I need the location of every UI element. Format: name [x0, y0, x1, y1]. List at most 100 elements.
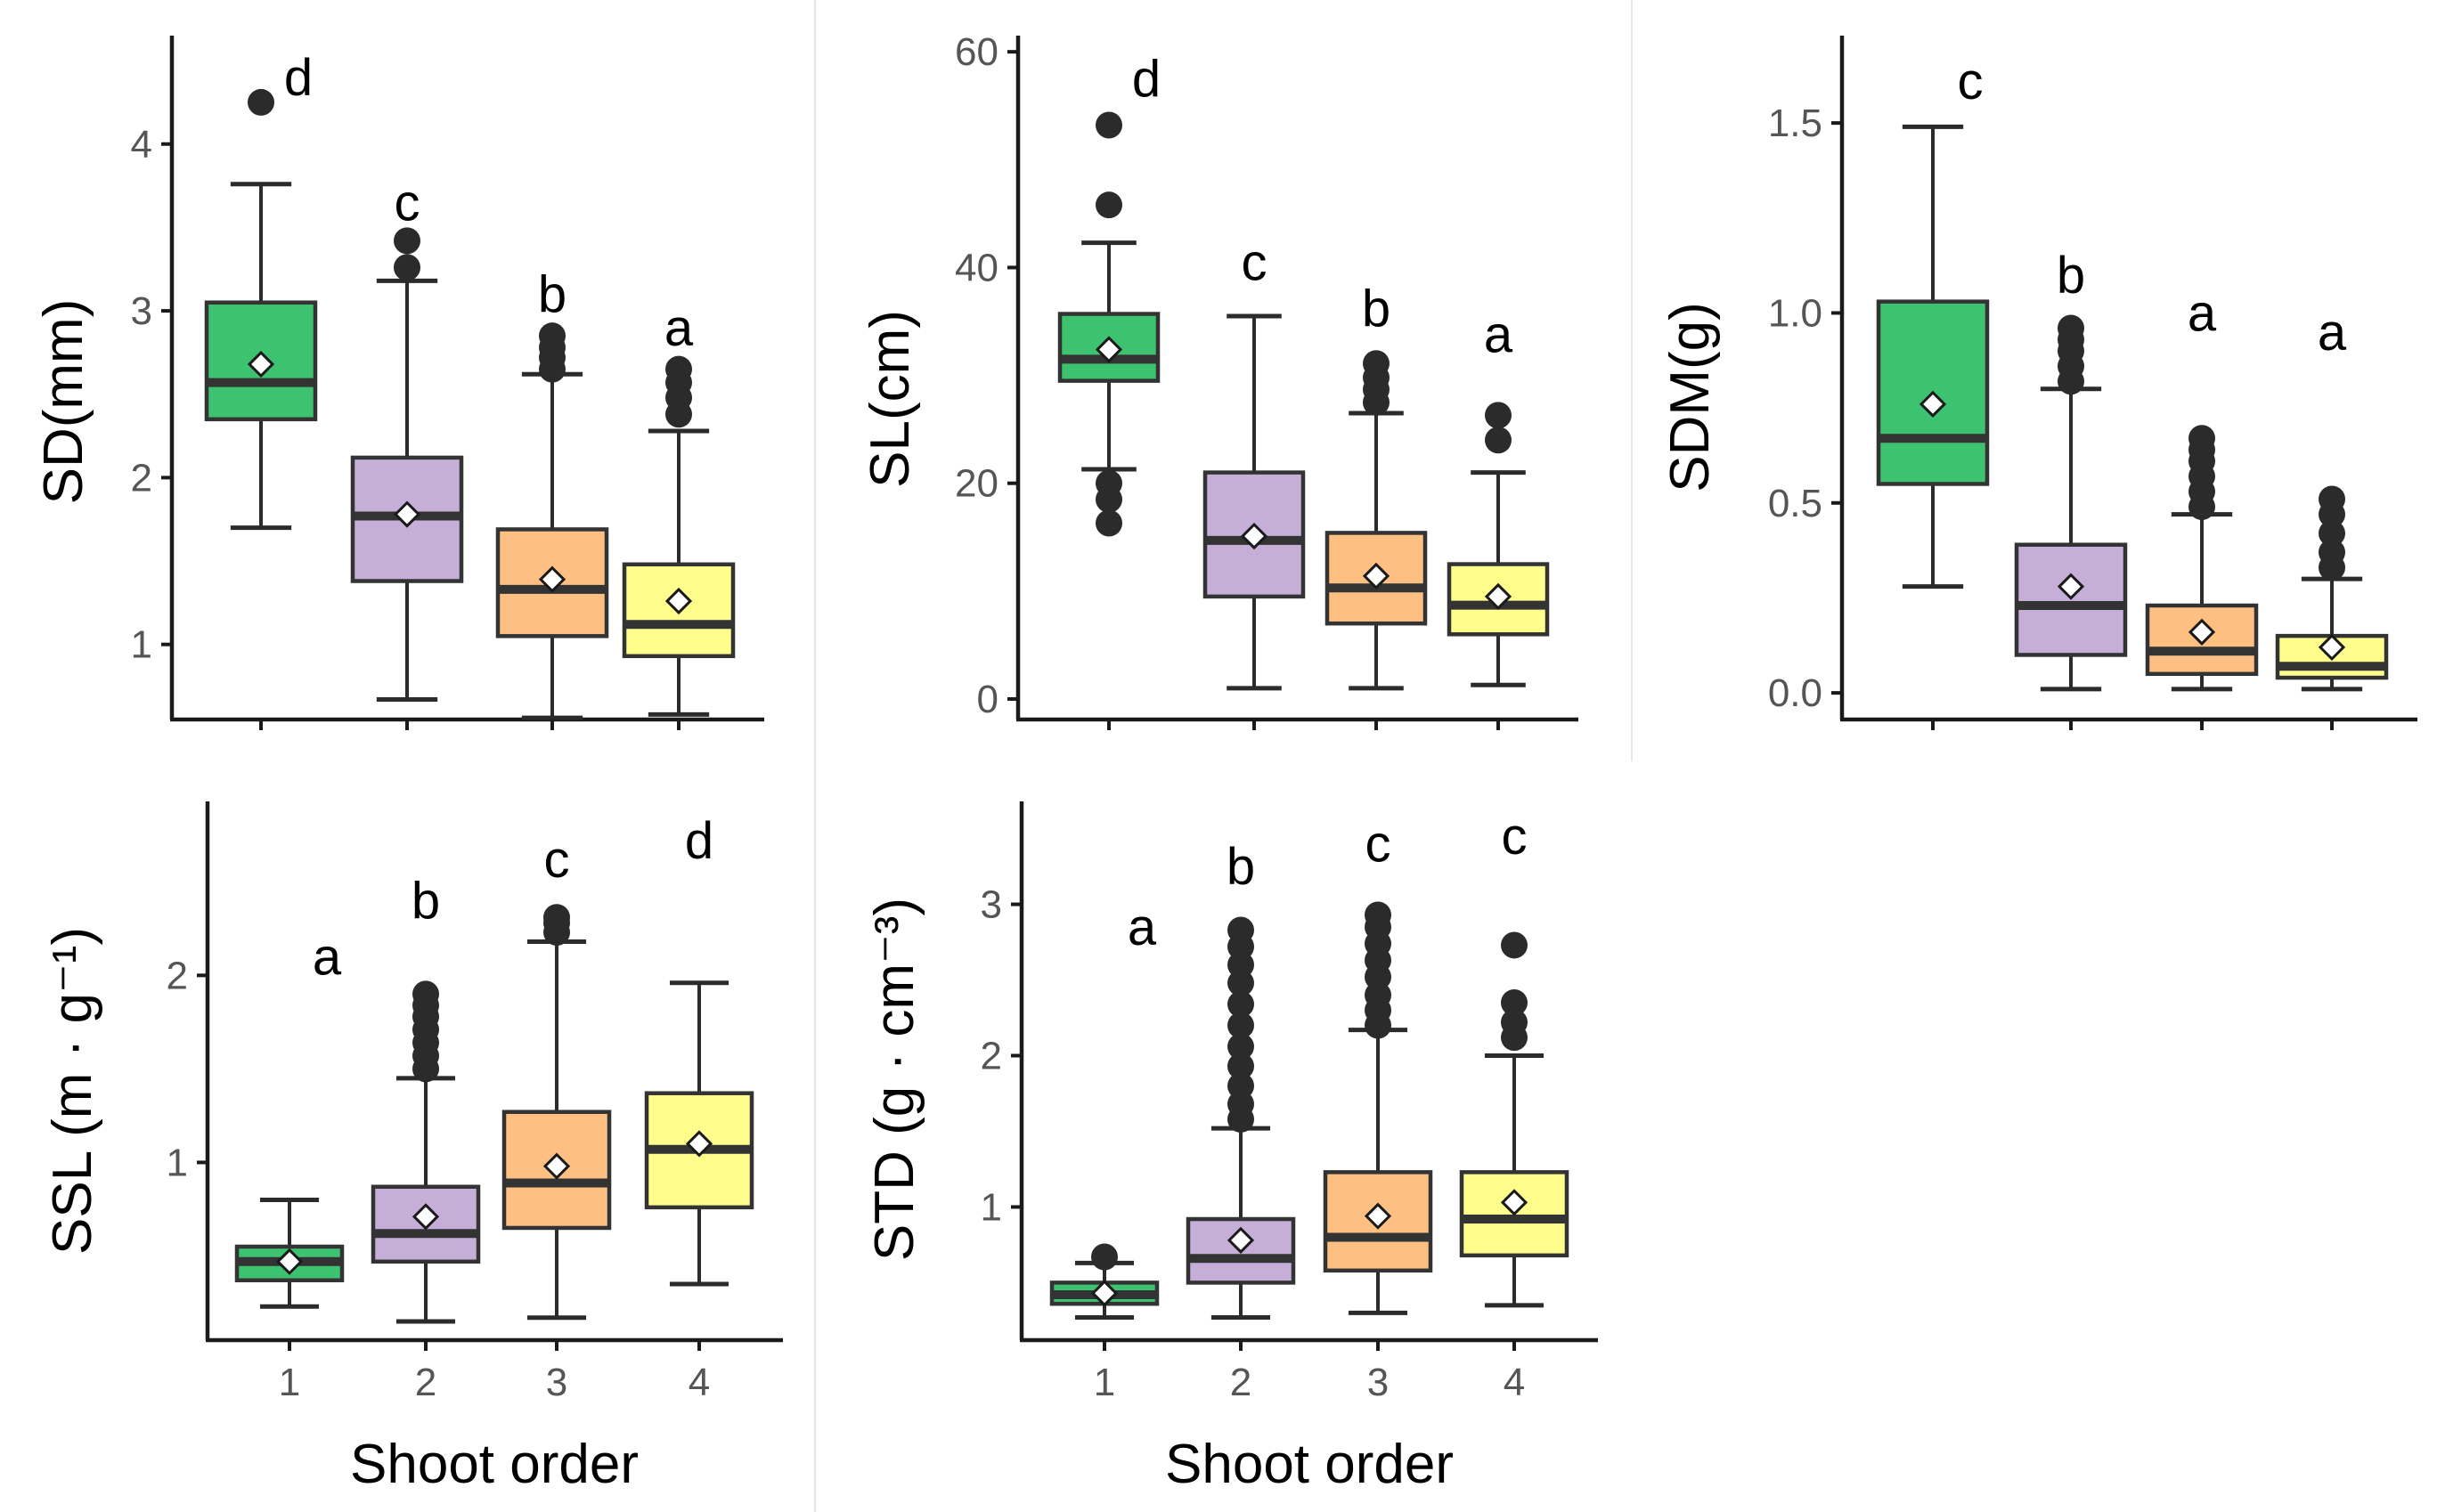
significance-letter: c — [1958, 53, 1984, 110]
diamond-icon — [1919, 390, 1947, 418]
outlier-point — [1501, 989, 1528, 1017]
y-tick-label: 60 — [955, 30, 998, 74]
significance-letter: a — [664, 299, 694, 357]
diamond-icon — [538, 565, 566, 593]
diamond-icon — [685, 1130, 713, 1158]
diamond-icon — [542, 1152, 571, 1180]
significance-letter: d — [685, 812, 713, 870]
y-tick-label: 0.5 — [1768, 482, 1822, 525]
significance-letter: b — [1227, 838, 1255, 896]
outlier-point — [665, 355, 692, 383]
outlier-point — [248, 88, 274, 116]
outlier-point — [1227, 916, 1254, 944]
significance-letter: d — [1132, 50, 1161, 108]
x-tick-label: 1 — [1094, 1361, 1115, 1404]
y-axis-title: SD(mm) — [33, 299, 94, 505]
diamond-icon — [2057, 573, 2085, 600]
y-tick-label: 2 — [981, 1035, 1002, 1078]
diamond-icon — [393, 500, 421, 528]
diamond-icon — [412, 1203, 440, 1231]
outlier-point — [539, 322, 566, 350]
outlier-point — [2319, 539, 2345, 566]
y-tick-label: 40 — [955, 246, 998, 289]
y-axis-title: SL(cm) — [860, 310, 921, 488]
diamond-icon — [1227, 1226, 1255, 1254]
outlier-point — [1501, 1009, 1528, 1036]
significance-letter: c — [544, 831, 570, 889]
significance-letter: b — [412, 872, 440, 930]
outlier-point — [1096, 191, 1122, 219]
outlier-point — [1096, 509, 1122, 537]
outlier-point — [1096, 111, 1122, 139]
x-axis-title: Shoot order — [350, 1434, 639, 1495]
significance-letter: b — [1362, 280, 1390, 337]
significance-letter: c — [395, 174, 420, 232]
significance-letter: a — [1484, 306, 1513, 364]
diamond-icon — [275, 1248, 304, 1275]
diamond-icon — [1095, 336, 1123, 363]
x-tick-label: 3 — [546, 1361, 567, 1404]
y-axis-title: STD (g · cm⁻³) — [864, 898, 925, 1261]
x-axis-title: Shoot order — [1165, 1434, 1454, 1495]
diamond-icon — [2188, 618, 2216, 646]
x-tick-label: 4 — [689, 1361, 710, 1404]
outlier-point — [1485, 402, 1512, 429]
x-tick-label: 3 — [1367, 1361, 1389, 1404]
outlier-point — [1227, 1053, 1254, 1080]
x-tick-label: 2 — [1230, 1361, 1251, 1404]
significance-letter: c — [1242, 233, 1267, 291]
significance-letter: b — [538, 265, 566, 323]
y-tick-label: 1 — [131, 623, 152, 667]
outlier-point — [543, 904, 570, 931]
significance-letter: a — [2188, 284, 2217, 342]
significance-letter: b — [2057, 247, 2085, 305]
diamond-icon — [2318, 633, 2346, 662]
outlier-point — [1227, 1072, 1254, 1100]
outlier-point — [1096, 469, 1122, 497]
y-tick-label: 1.0 — [1768, 291, 1822, 335]
diamond-icon — [247, 350, 275, 378]
x-tick-label: 4 — [1504, 1361, 1525, 1404]
outlier-point — [1501, 931, 1528, 959]
diamond-icon — [1484, 582, 1512, 611]
y-tick-label: 1 — [167, 1141, 188, 1184]
outlier-point — [2188, 425, 2215, 452]
significance-letter: a — [2318, 304, 2347, 362]
iqr-box — [622, 562, 736, 659]
y-tick-label: 1 — [981, 1185, 1002, 1229]
outlier-point — [1091, 1243, 1118, 1271]
outlier-point — [1227, 1033, 1254, 1061]
significance-letter: d — [284, 49, 313, 107]
diamond-icon — [1364, 1202, 1392, 1230]
diamond-icon — [664, 587, 693, 615]
diamond-icon — [1500, 1189, 1528, 1216]
outlier-point — [394, 227, 420, 255]
significance-letter: a — [313, 928, 342, 986]
outlier-point — [412, 980, 439, 1008]
outlier-point — [1227, 990, 1254, 1018]
outlier-point — [1485, 427, 1512, 454]
significance-letter: c — [1365, 816, 1391, 874]
diamond-icon — [1362, 562, 1390, 590]
y-tick-label: 0 — [977, 678, 998, 721]
x-tick-label: 2 — [415, 1361, 436, 1404]
y-tick-label: 3 — [981, 883, 1002, 927]
diamond-icon — [1090, 1280, 1119, 1307]
outlier-point — [394, 254, 420, 281]
iqr-box — [495, 527, 609, 638]
y-tick-label: 4 — [131, 123, 152, 167]
y-tick-label: 2 — [131, 456, 152, 500]
x-tick-label: 1 — [279, 1361, 300, 1404]
outlier-point — [1227, 1012, 1254, 1039]
y-axis-title: SSL (m · g⁻¹) — [42, 927, 103, 1255]
outlier-point — [1363, 350, 1390, 378]
significance-letter: a — [1128, 898, 1157, 956]
y-tick-label: 1.5 — [1768, 102, 1822, 145]
